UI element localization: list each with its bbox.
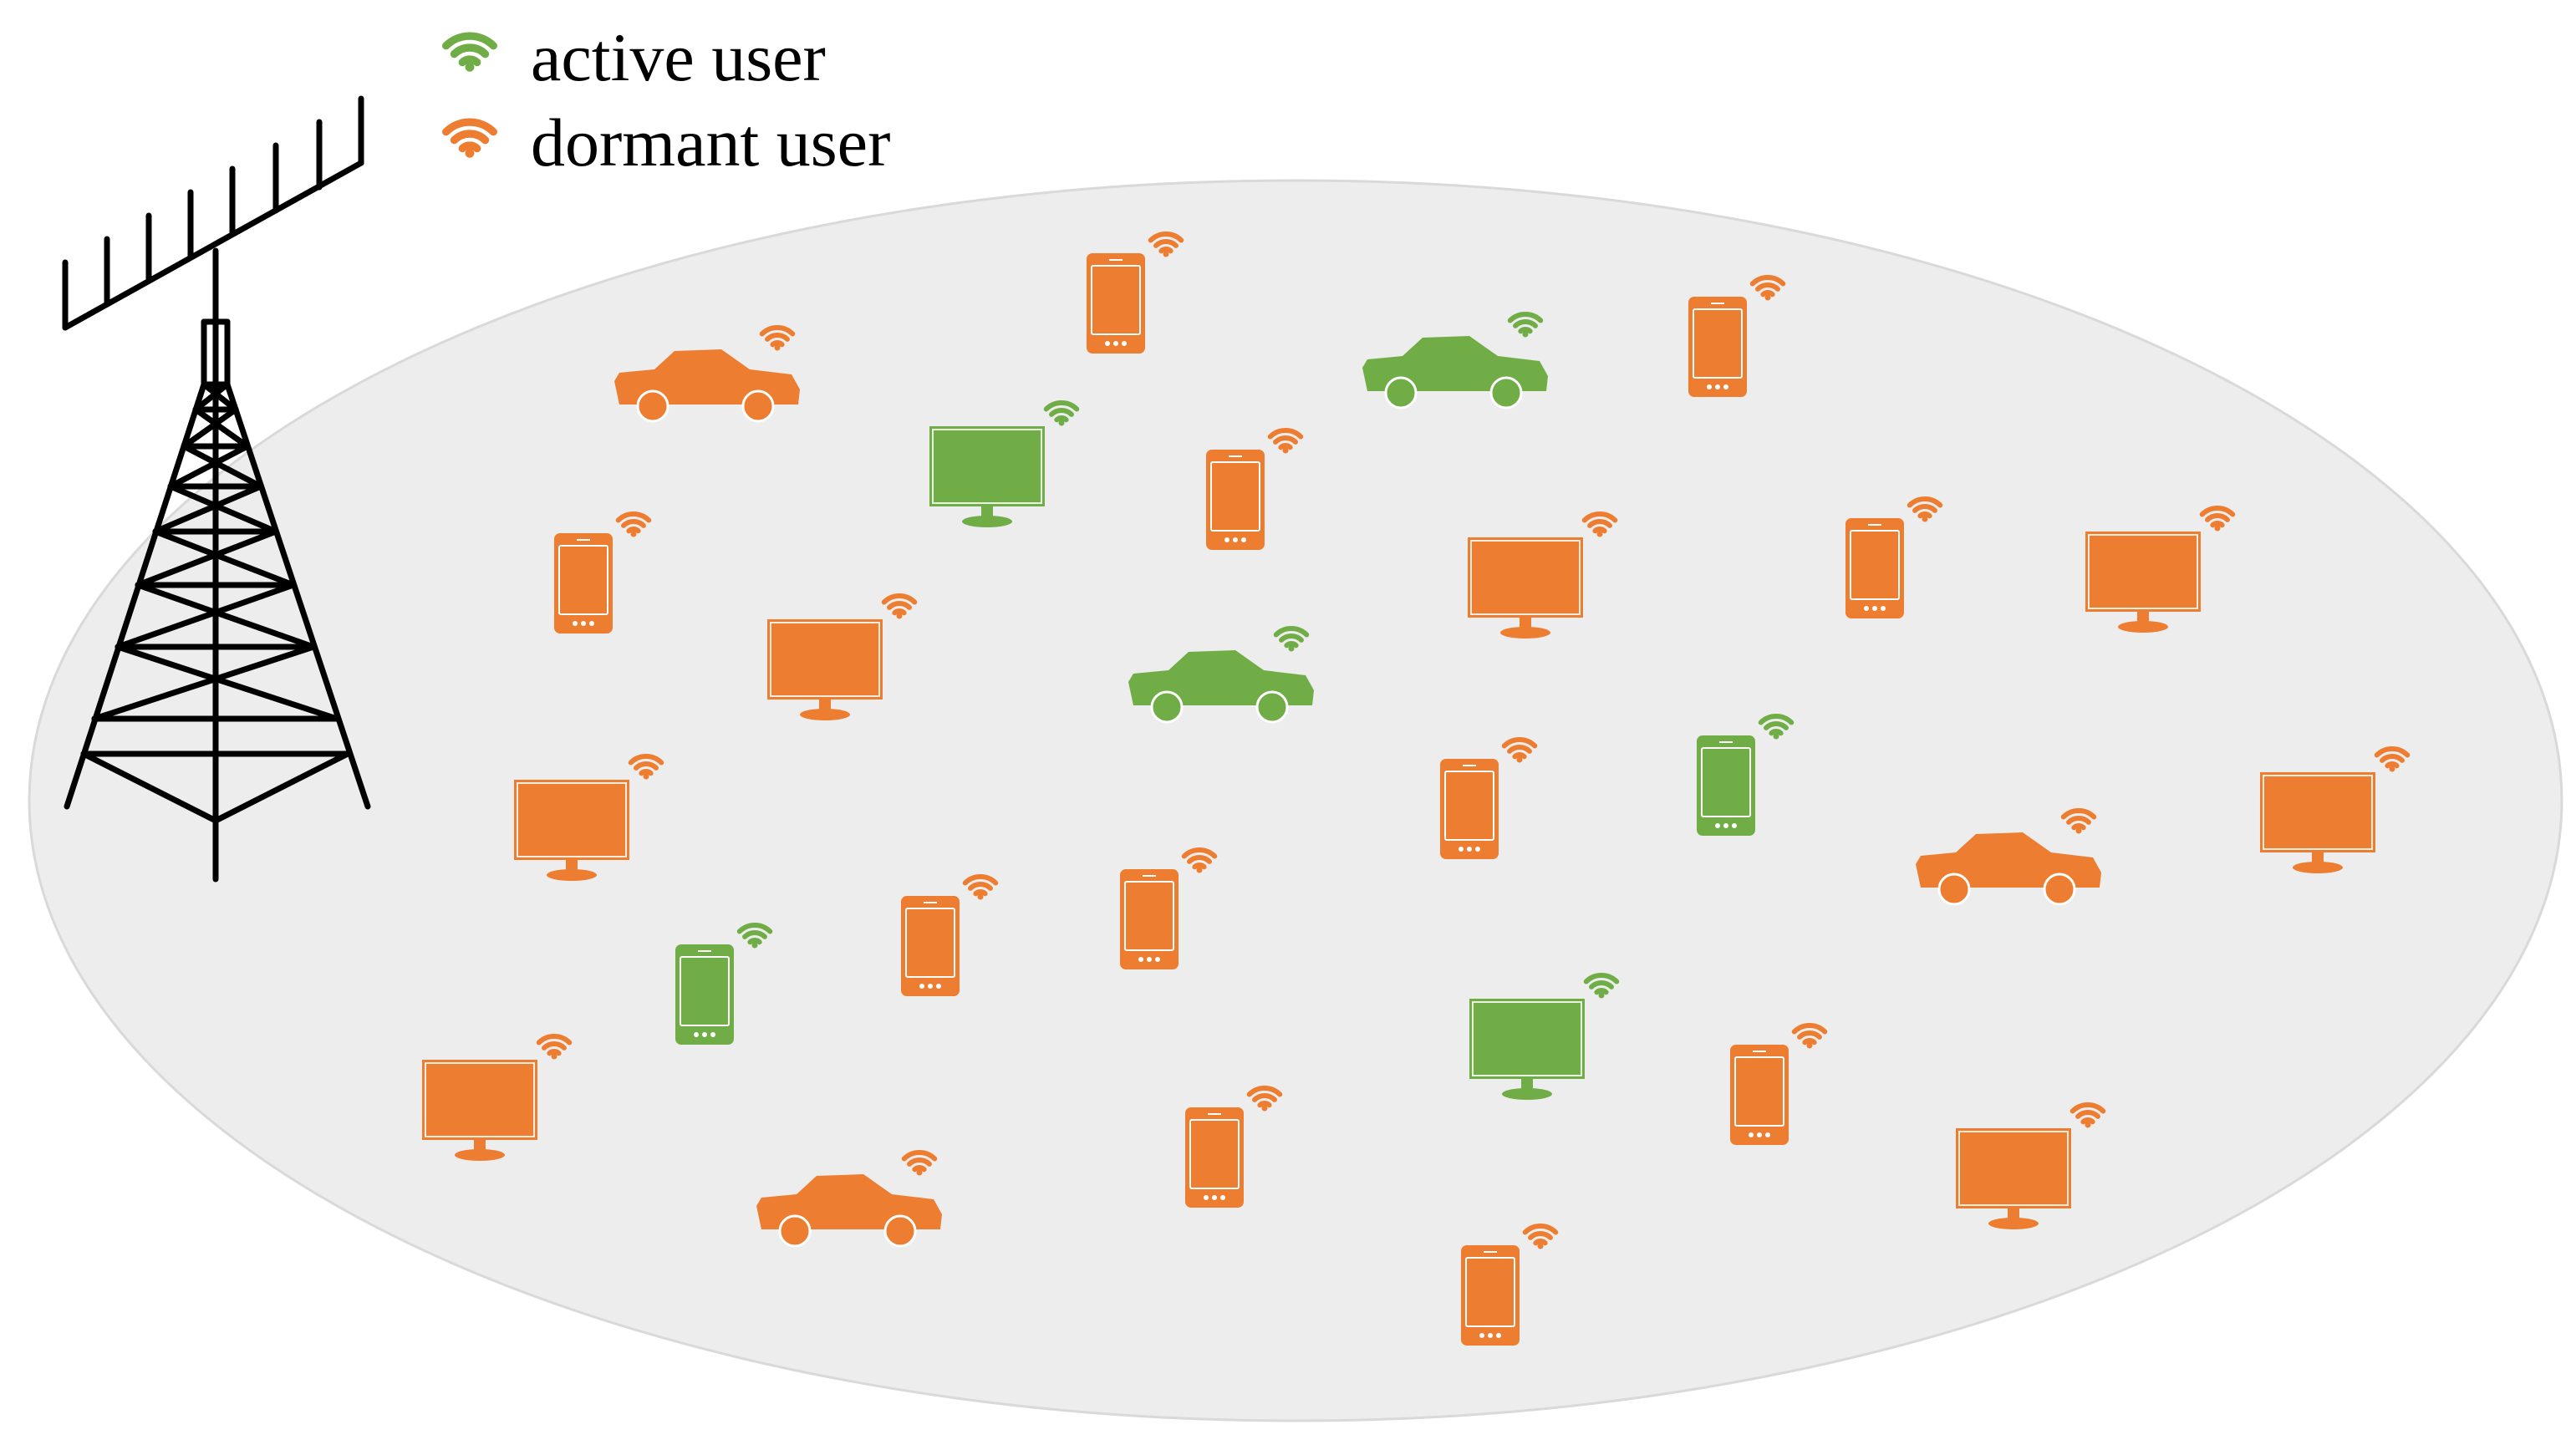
car-icon [1362, 336, 1548, 410]
user-monitor-dormant [767, 593, 918, 720]
user-phone-dormant [901, 874, 999, 996]
phone-icon [1185, 1107, 1244, 1208]
phone-icon [1440, 759, 1499, 859]
monitor-icon [767, 619, 883, 720]
wifi-signal-icon [736, 923, 773, 949]
wifi-signal-icon [1583, 973, 1620, 999]
monitor-icon [2085, 532, 2201, 633]
cell-tower-icon [62, 95, 371, 883]
wifi-signal-icon [442, 32, 497, 72]
wifi-signal-icon [1267, 428, 1304, 454]
user-monitor-dormant [2260, 746, 2411, 873]
wifi-signal-icon [962, 874, 999, 900]
legend-label-active: active user [531, 19, 826, 95]
wifi-signal-icon [1246, 1086, 1283, 1112]
wifi-signal-icon [442, 118, 497, 158]
user-monitor-active [1469, 973, 1620, 1100]
wifi-signal-icon [442, 32, 497, 72]
monitor-icon [929, 426, 1045, 527]
car-icon [614, 349, 800, 423]
monitor-icon [1469, 999, 1585, 1100]
wifi-signal-icon [2069, 1102, 2106, 1128]
user-monitor-dormant [1468, 511, 1618, 639]
car-icon [756, 1174, 942, 1248]
monitor-icon [2260, 772, 2375, 873]
monitor-icon [1468, 537, 1583, 639]
user-car-active [1362, 312, 1548, 410]
wifi-signal-icon [628, 754, 664, 780]
user-monitor-dormant [422, 1034, 573, 1161]
wifi-signal-icon [759, 325, 796, 351]
phone-icon [1730, 1045, 1789, 1145]
wifi-signal-icon [1758, 714, 1795, 740]
user-devices [422, 231, 2411, 1346]
legend-item-dormant: dormant user [442, 104, 890, 181]
user-car-dormant [1916, 808, 2101, 906]
legend-label-dormant: dormant user [531, 104, 890, 181]
phone-icon [1688, 297, 1747, 397]
user-phone-dormant [1730, 1023, 1828, 1145]
coverage-area [28, 179, 2563, 1422]
user-monitor-dormant [2085, 506, 2236, 633]
user-car-dormant [614, 325, 800, 423]
user-phone-dormant [1461, 1224, 1559, 1346]
wifi-signal-icon [2199, 506, 2236, 532]
wifi-signal-icon [1273, 626, 1310, 652]
phone-icon [1120, 869, 1179, 969]
wifi-signal-icon [1043, 400, 1080, 426]
wifi-signal-icon [1181, 847, 1218, 873]
user-phone-dormant [1120, 847, 1218, 969]
wifi-signal-icon [881, 593, 918, 619]
monitor-icon [514, 780, 629, 881]
user-phone-dormant [1185, 1086, 1283, 1208]
user-phone-dormant [1206, 428, 1304, 550]
wifi-signal-icon [1501, 737, 1538, 763]
wifi-signal-icon [442, 118, 497, 158]
wifi-signal-icon [1791, 1023, 1828, 1049]
user-car-active [1128, 626, 1314, 724]
wifi-signal-icon [615, 511, 652, 537]
wifi-signal-icon [1522, 1224, 1559, 1249]
phone-icon [1087, 253, 1145, 354]
wifi-signal-icon [2374, 746, 2411, 772]
phone-icon [1845, 518, 1904, 618]
user-phone-dormant [554, 511, 652, 633]
user-car-dormant [756, 1150, 942, 1248]
user-monitor-dormant [1956, 1102, 2106, 1229]
user-monitor-dormant [514, 754, 664, 881]
wifi-signal-icon [901, 1150, 938, 1176]
wifi-signal-icon [1581, 511, 1618, 537]
phone-icon [1697, 735, 1755, 836]
user-monitor-active [929, 400, 1080, 527]
wifi-signal-icon [1148, 231, 1184, 257]
car-icon [1916, 832, 2101, 906]
legend: active user dormant user [442, 19, 890, 181]
wifi-signal-icon [1507, 312, 1544, 338]
user-phone-dormant [1688, 275, 1786, 397]
user-phone-active [675, 923, 773, 1045]
phone-icon [901, 896, 960, 996]
wifi-signal-icon [1749, 275, 1786, 301]
wifi-signal-icon [2060, 808, 2097, 834]
phone-icon [1461, 1245, 1520, 1346]
phone-icon [554, 533, 613, 633]
user-phone-dormant [1087, 231, 1184, 354]
user-phone-active [1697, 714, 1795, 836]
monitor-icon [1956, 1128, 2071, 1229]
wifi-signal-icon [1907, 496, 1943, 522]
phone-icon [1206, 450, 1265, 550]
user-phone-dormant [1440, 737, 1538, 859]
monitor-icon [422, 1060, 537, 1161]
user-phone-dormant [1845, 496, 1943, 618]
car-icon [1128, 650, 1314, 724]
wifi-signal-icon [536, 1034, 573, 1060]
phone-icon [675, 944, 734, 1045]
legend-item-active: active user [442, 19, 826, 95]
